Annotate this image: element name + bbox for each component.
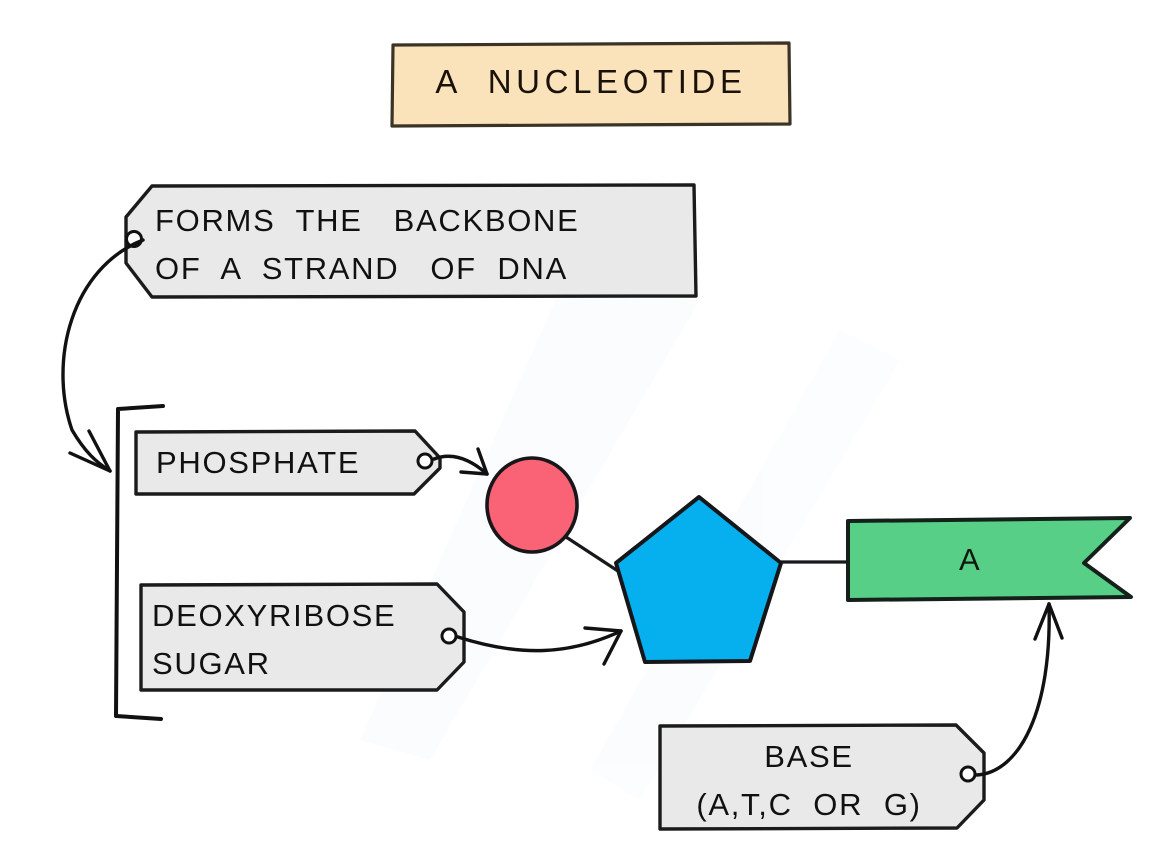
eyelet-hole-phosphate [416,452,434,470]
grouping-bracket [114,404,165,721]
bond-phosphate-sugar [564,535,623,575]
base-flag[interactable] [846,516,1133,602]
callout-base-shape[interactable] [658,723,986,831]
sugar-pentagon[interactable] [614,495,783,664]
background-texture [360,290,900,800]
phosphate-circle[interactable] [485,456,579,554]
arrow-sugar-to-pentagon [456,626,623,666]
title-banner [390,41,792,128]
eyelet-hole-sugar [440,627,458,645]
arrow-phosphate-to-circle [432,447,489,476]
eyelet-hole-base [959,765,977,783]
callout-phosphate-shape[interactable] [134,429,442,496]
arrow-base-to-flag [975,602,1064,777]
callout-sugar-shape[interactable] [139,582,466,692]
callout-backbone-shape[interactable] [124,183,698,299]
arrow-backbone-to-bracket [61,238,145,473]
